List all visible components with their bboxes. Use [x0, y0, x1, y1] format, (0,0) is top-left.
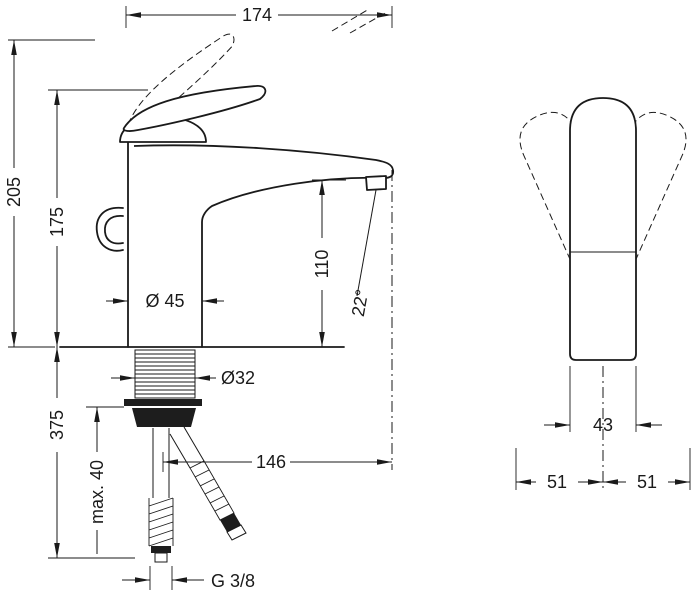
- dim-body-diameter: Ø 45: [106, 291, 224, 311]
- dim-handle-width: 43: [544, 366, 662, 435]
- dim-shank-diameter: Ø32: [111, 368, 255, 388]
- threaded-shank: [134, 349, 196, 399]
- dim-max-deck-thickness: max. 40: [86, 406, 124, 554]
- dim-handle-height: 175: [47, 89, 148, 347]
- dim-install-depth-label: 375: [47, 410, 67, 440]
- faucet-side-view: [519, 97, 687, 492]
- side-body-outline: [569, 97, 637, 361]
- supply-hose-angled: [169, 426, 247, 541]
- dim-stream-angle-label: 22°: [348, 288, 372, 318]
- aerator: [365, 175, 387, 191]
- popup-rod-hook: [95, 206, 124, 252]
- dim-install-depth: 375: [47, 347, 135, 559]
- dim-handle-height-label: 175: [47, 207, 67, 237]
- dim-overall-height: 205: [4, 39, 95, 348]
- dim-shank-diameter-label: Ø32: [221, 368, 255, 388]
- projection-dashed-lines: [331, 8, 388, 34]
- dim-overall-length-label: 174: [242, 5, 272, 25]
- faucet-front-view: [59, 8, 395, 563]
- handle-lever: [122, 85, 267, 132]
- dim-handle-swing: 51 51: [515, 448, 691, 492]
- supply-hose-vertical: [148, 428, 174, 563]
- mounting-washer: [124, 399, 202, 406]
- dim-swing-right-label: 51: [637, 472, 657, 492]
- dim-spout-height: 110: [312, 179, 346, 347]
- dim-body-diameter-label: Ø 45: [145, 291, 184, 311]
- dim-max-deck-thickness-label: max. 40: [87, 460, 107, 524]
- dim-hose-thread: G 3/8: [122, 566, 255, 591]
- dim-spout-reach: 146: [162, 170, 393, 472]
- faucet-body: [127, 142, 203, 348]
- dim-hose-thread-label: G 3/8: [211, 571, 255, 591]
- dim-overall-length: 174: [125, 5, 393, 28]
- side-handle-tilt-left: [519, 111, 629, 271]
- dim-swing-left-label: 51: [547, 472, 567, 492]
- dim-handle-width-label: 43: [593, 415, 613, 435]
- dim-stream-angle: 22°: [348, 189, 377, 318]
- dim-spout-reach-label: 146: [256, 452, 286, 472]
- dim-spout-height-label: 110: [312, 250, 332, 279]
- dim-overall-height-label: 205: [4, 177, 24, 207]
- mounting-nut: [132, 408, 196, 427]
